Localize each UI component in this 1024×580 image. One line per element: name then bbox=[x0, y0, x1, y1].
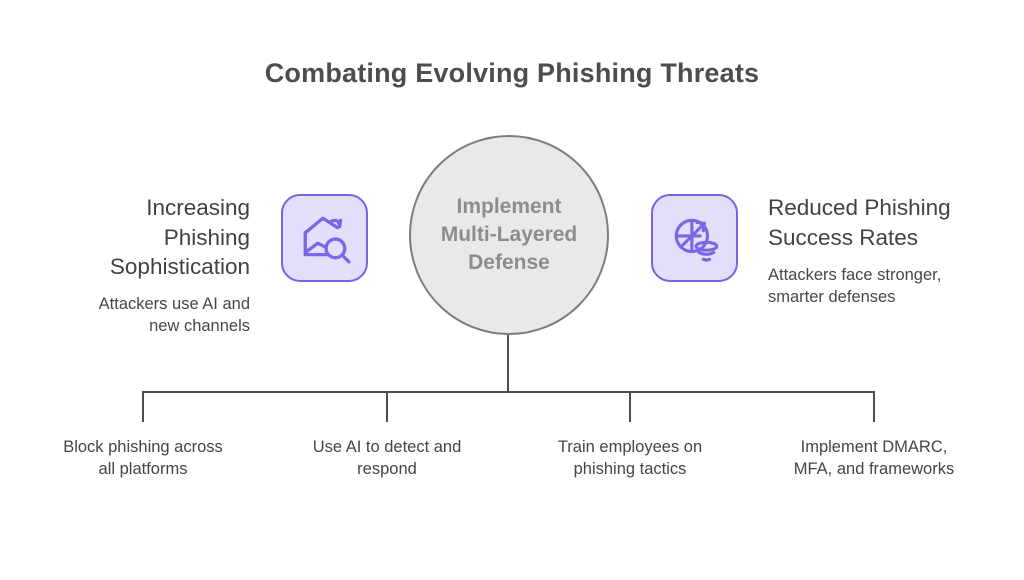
right-icon-tile bbox=[651, 194, 738, 282]
connector-drop-1 bbox=[142, 391, 144, 422]
branch-label: Implement DMARC, MFA, and frameworks bbox=[793, 438, 955, 478]
center-node: Implement Multi-Layered Defense bbox=[409, 135, 609, 335]
target-funnel-icon bbox=[668, 211, 722, 265]
branch-label: Block phishing across all platforms bbox=[63, 438, 223, 478]
connector-drop-4 bbox=[873, 391, 875, 422]
center-node-label: Implement Multi-Layered Defense bbox=[440, 195, 578, 274]
right-item-description: Attackers face stronger, smarter defense… bbox=[768, 266, 942, 306]
email-magnifier-icon bbox=[298, 211, 352, 265]
connector-stem bbox=[507, 335, 509, 393]
right-item-heading: Reduced Phishing Success Rates bbox=[768, 195, 951, 250]
branch-label: Train employees on phishing tactics bbox=[557, 438, 703, 478]
connector-horizontal-bar bbox=[142, 391, 875, 393]
connector-drop-2 bbox=[386, 391, 388, 422]
page-title: Combating Evolving Phishing Threats bbox=[264, 58, 760, 88]
connector-drop-3 bbox=[629, 391, 631, 422]
left-item-description: Attackers use AI and new channels bbox=[98, 295, 250, 335]
left-icon-tile bbox=[281, 194, 368, 282]
branch-label: Use AI to detect and respond bbox=[312, 438, 462, 478]
left-item-heading: Increasing Phishing Sophistication bbox=[109, 195, 250, 279]
